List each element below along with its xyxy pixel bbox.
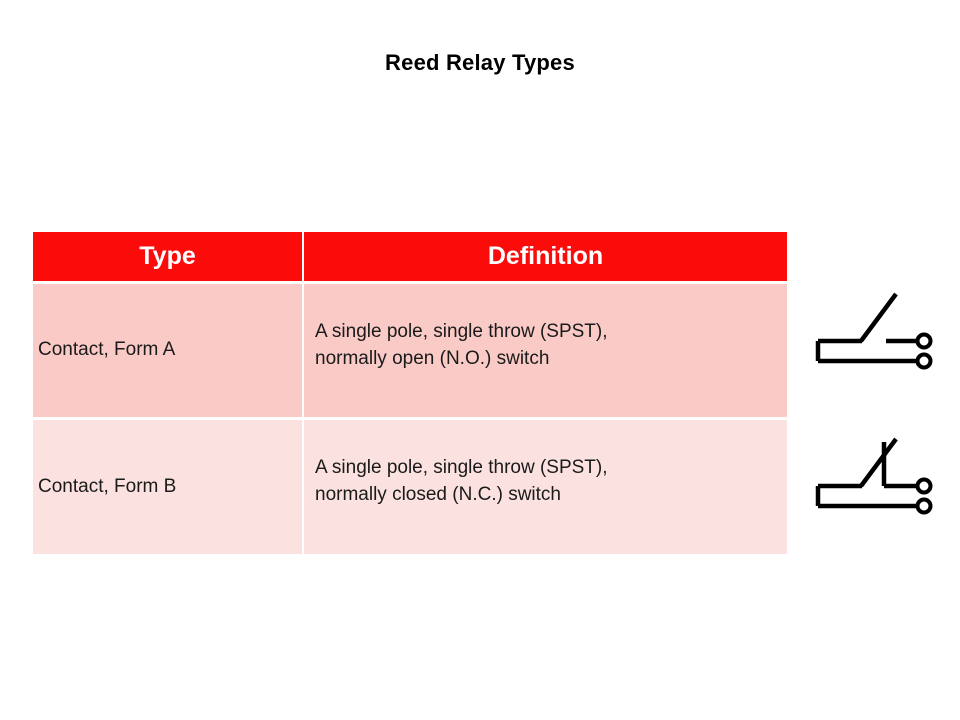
type-label-form-a: Contact, Form A xyxy=(38,339,176,361)
cell-type-form-b: Contact, Form B xyxy=(33,417,304,554)
page-title: Reed Relay Types xyxy=(385,50,575,75)
cell-type-form-a: Contact, Form A xyxy=(33,281,304,417)
column-header-type: Type xyxy=(33,232,304,281)
column-header-definition: Definition xyxy=(304,232,787,281)
table-header-row: Type Definition xyxy=(33,232,787,281)
spst-normally-closed-switch-symbol-icon xyxy=(806,428,946,538)
definition-line-1: A single pole, single throw (SPST), xyxy=(315,457,608,479)
spst-normally-open-switch-symbol-icon xyxy=(806,283,946,393)
cell-definition-form-b: A single pole, single throw (SPST), norm… xyxy=(304,417,787,554)
definition-line-2: normally open (N.O.) switch xyxy=(315,347,550,369)
reed-relay-types-table: Type Definition Contact, Form A A single… xyxy=(33,232,787,554)
table-row: Contact, Form B A single pole, single th… xyxy=(33,417,787,554)
definition-text-form-a: A single pole, single throw (SPST), norm… xyxy=(315,319,787,373)
definition-text-form-b: A single pole, single throw (SPST), norm… xyxy=(315,455,787,509)
table-row: Contact, Form A A single pole, single th… xyxy=(33,281,787,417)
type-label-form-b: Contact, Form B xyxy=(38,475,177,497)
definition-line-1: A single pole, single throw (SPST), xyxy=(315,320,608,342)
definition-line-2: normally closed (N.C.) switch xyxy=(315,484,561,505)
cell-definition-form-a: A single pole, single throw (SPST), norm… xyxy=(304,281,787,417)
